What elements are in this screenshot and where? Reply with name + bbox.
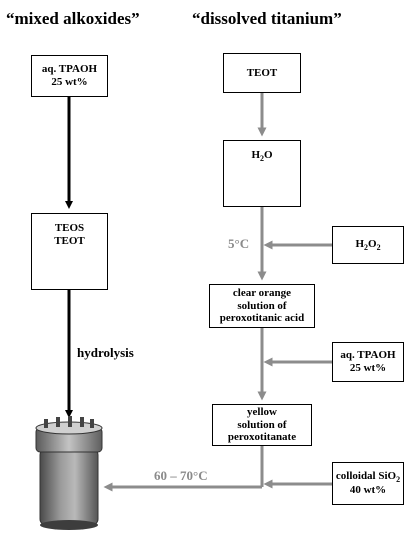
autoclave-icon [35, 416, 103, 530]
box-line: 40 wt% [349, 484, 387, 497]
formula-subscript: 2 [364, 242, 368, 252]
label-hydrolysis: hydrolysis [77, 345, 134, 360]
box-h2o2: H2O2 [332, 226, 404, 264]
box-aq-tpaoh-left: aq. TPAOH 25 wt% [31, 55, 108, 97]
box-line: colloidal SiO2 [336, 470, 400, 485]
box-line: H2O [251, 149, 272, 164]
formula-subscript: 2 [376, 242, 381, 252]
formula-subscript: 2 [396, 474, 401, 484]
label-temperature-5c: 5°C [228, 236, 250, 251]
box-line: yellow [247, 405, 277, 418]
formula-part: colloidal SiO [335, 469, 397, 482]
box-line: TEOT [54, 234, 85, 247]
box-water: H2O [223, 140, 301, 207]
box-line: TEOT [246, 66, 278, 79]
heading-dissolved-titanium: “dissolved titanium” [192, 9, 342, 28]
box-peroxotitanic-acid: clear orange solution of peroxotitanic a… [209, 284, 315, 328]
heading-mixed-alkoxides: “mixed alkoxides” [6, 9, 140, 28]
box-line: 25 wt% [51, 76, 88, 88]
formula-part: H [355, 237, 364, 250]
box-line: peroxotitanate [227, 431, 297, 444]
formula-part: O [264, 149, 273, 161]
box-line: clear orange [232, 286, 292, 299]
formula-part: H [251, 149, 260, 161]
box-line: H2O2 [355, 238, 380, 253]
box-colloidal-silica: colloidal SiO2 40 wt% [332, 462, 404, 505]
box-line: solution of [237, 299, 287, 312]
box-line: TEOS [54, 222, 85, 234]
formula-subscript: 2 [260, 154, 264, 164]
box-peroxotitanate: yellow solution of peroxotitanate [212, 404, 312, 446]
box-line: peroxotitanic acid [219, 312, 305, 325]
formula-part: O [368, 237, 377, 250]
box-aq-tpaoh-right: aq. TPAOH 25 wt% [332, 342, 404, 382]
box-line: aq. TPAOH [41, 63, 98, 76]
box-teot: TEOT [223, 53, 301, 93]
label-temperature-60-70c: 60 – 70°C [154, 468, 208, 483]
box-line: aq. TPAOH [340, 349, 396, 362]
box-line: solution of [237, 418, 287, 431]
box-line: 25 wt% [349, 362, 387, 374]
box-teos-teot: TEOS TEOT [31, 213, 108, 290]
